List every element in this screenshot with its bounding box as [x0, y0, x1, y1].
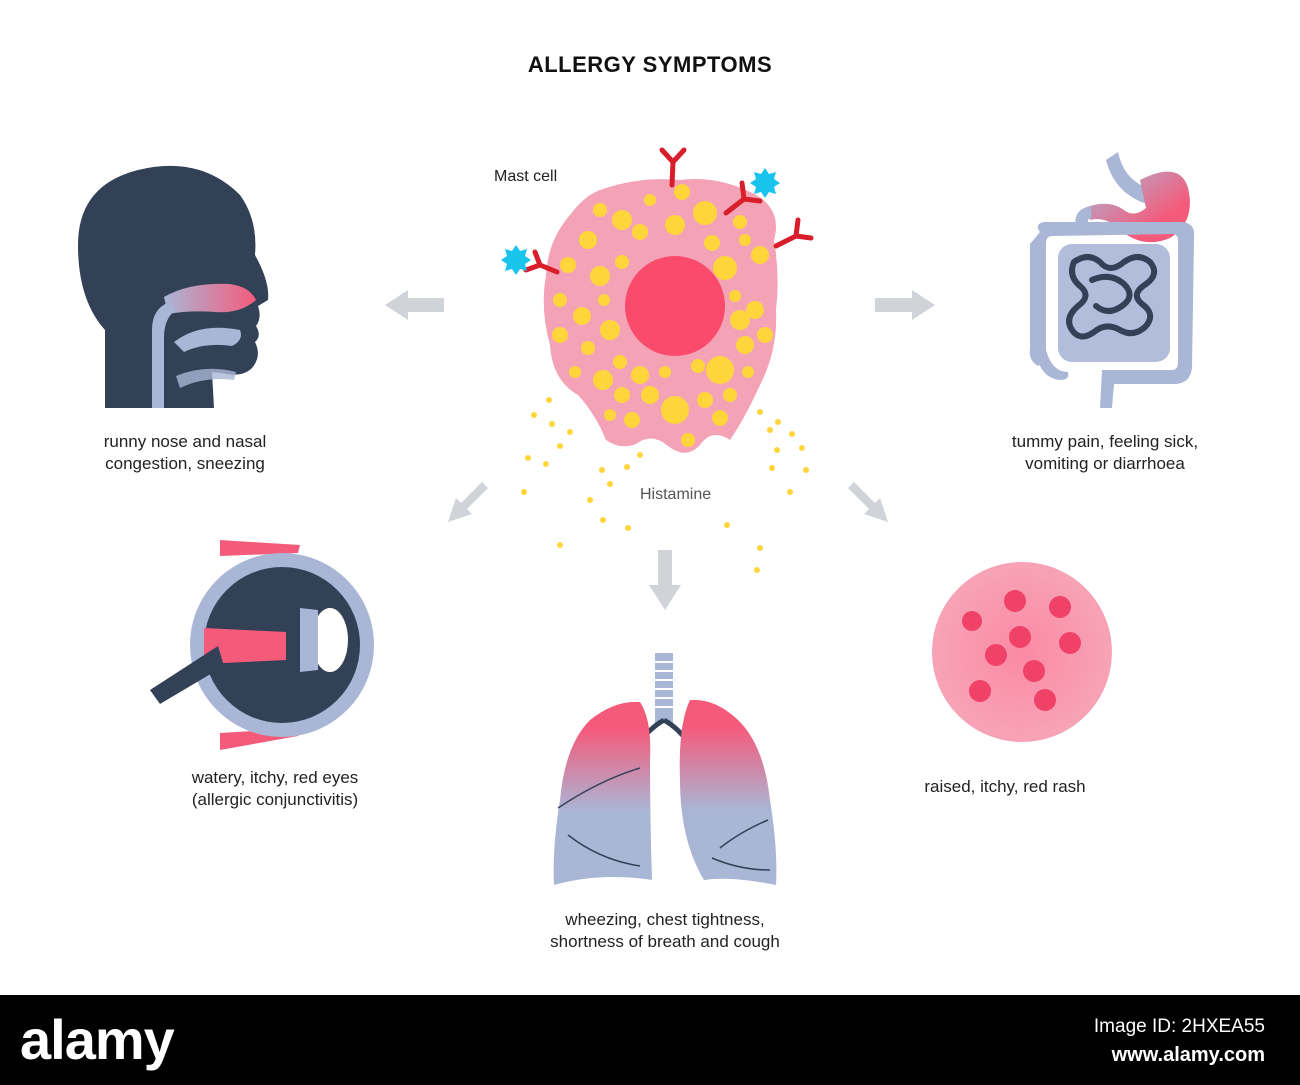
cornea	[350, 588, 371, 702]
allergen-particles	[501, 168, 780, 275]
lung-symptom-label: wheezing, chest tightness, shortness of …	[500, 909, 830, 953]
arrow-down-left	[448, 482, 488, 522]
antibody-receptors	[523, 147, 814, 275]
nose-symptom-line: congestion, sneezing	[105, 454, 265, 473]
lung-symptom-line: wheezing, chest tightness,	[565, 910, 765, 929]
eye-symptom-label: watery, itchy, red eyes (allergic conjun…	[140, 767, 410, 811]
lens	[312, 608, 348, 672]
histamine-release-dots	[521, 397, 809, 573]
head-illustration	[78, 165, 269, 408]
head-silhouette	[78, 165, 269, 408]
arrow-down	[649, 550, 681, 610]
rash-spots	[962, 590, 1081, 711]
arrow-down-right	[848, 482, 888, 522]
eye-symptom-line: watery, itchy, red eyes	[191, 768, 359, 787]
mast-cell	[501, 147, 814, 573]
throat-airway	[152, 302, 176, 408]
eye-symptom-line: (allergic conjunctivitis)	[191, 790, 359, 809]
histamine-label: Histamine	[640, 486, 712, 503]
gut-symptom-label: tummy pain, feeling sick, vomiting or di…	[960, 431, 1250, 475]
page-title: ALLERGY SYMPTOMS	[527, 52, 773, 77]
histamine-granules	[552, 184, 773, 447]
eye-muscle	[204, 628, 286, 664]
skin-patch	[932, 562, 1112, 742]
arrow-left	[385, 290, 444, 320]
skin-symptom-label: raised, itchy, red rash	[880, 776, 1130, 798]
gut-symptom-line: vomiting or diarrhoea	[1025, 454, 1185, 473]
right-lung	[679, 699, 777, 885]
image-info: Image ID: 2HXEA55 www.alamy.com	[1094, 1013, 1265, 1069]
jaw-line	[176, 368, 236, 388]
illustration-canvas	[78, 147, 1195, 885]
eyelid-top	[220, 540, 300, 556]
nose-symptom-label: runny nose and nasal congestion, sneezin…	[40, 431, 330, 475]
mast-cell-label: Mast cell	[494, 168, 558, 185]
image-id: Image ID: 2HXEA55	[1093, 1016, 1265, 1037]
eye-illustration	[150, 540, 374, 750]
site-url: www.alamy.com	[1111, 1044, 1265, 1066]
optic-nerve	[150, 646, 224, 704]
nasal-cavity	[164, 283, 256, 314]
iris	[300, 608, 318, 672]
appendix	[1036, 350, 1069, 380]
skin-rash-illustration	[932, 562, 1112, 742]
lung-symptom-line: shortness of breath and cough	[550, 932, 780, 951]
arrows	[385, 290, 935, 610]
gut-symptom-line: tummy pain, feeling sick,	[1011, 432, 1199, 451]
left-lung	[553, 701, 652, 885]
large-intestine	[1029, 222, 1195, 408]
watermark-footer: alamy Image ID: 2HXEA55 www.alamy.com	[0, 995, 1300, 1085]
esophagus	[1106, 152, 1150, 205]
arrow-right	[875, 290, 935, 320]
brand-logo: alamy	[20, 1008, 175, 1071]
mouth-tongue	[174, 327, 241, 352]
mast-cell-nucleus	[625, 256, 725, 356]
skin-symptom-line: raised, itchy, red rash	[924, 777, 1086, 796]
small-intestine-coil	[1066, 254, 1158, 340]
digestive-illustration	[1029, 152, 1195, 408]
lungs-illustration	[553, 653, 777, 885]
nose-symptom-line: runny nose and nasal	[103, 432, 267, 451]
